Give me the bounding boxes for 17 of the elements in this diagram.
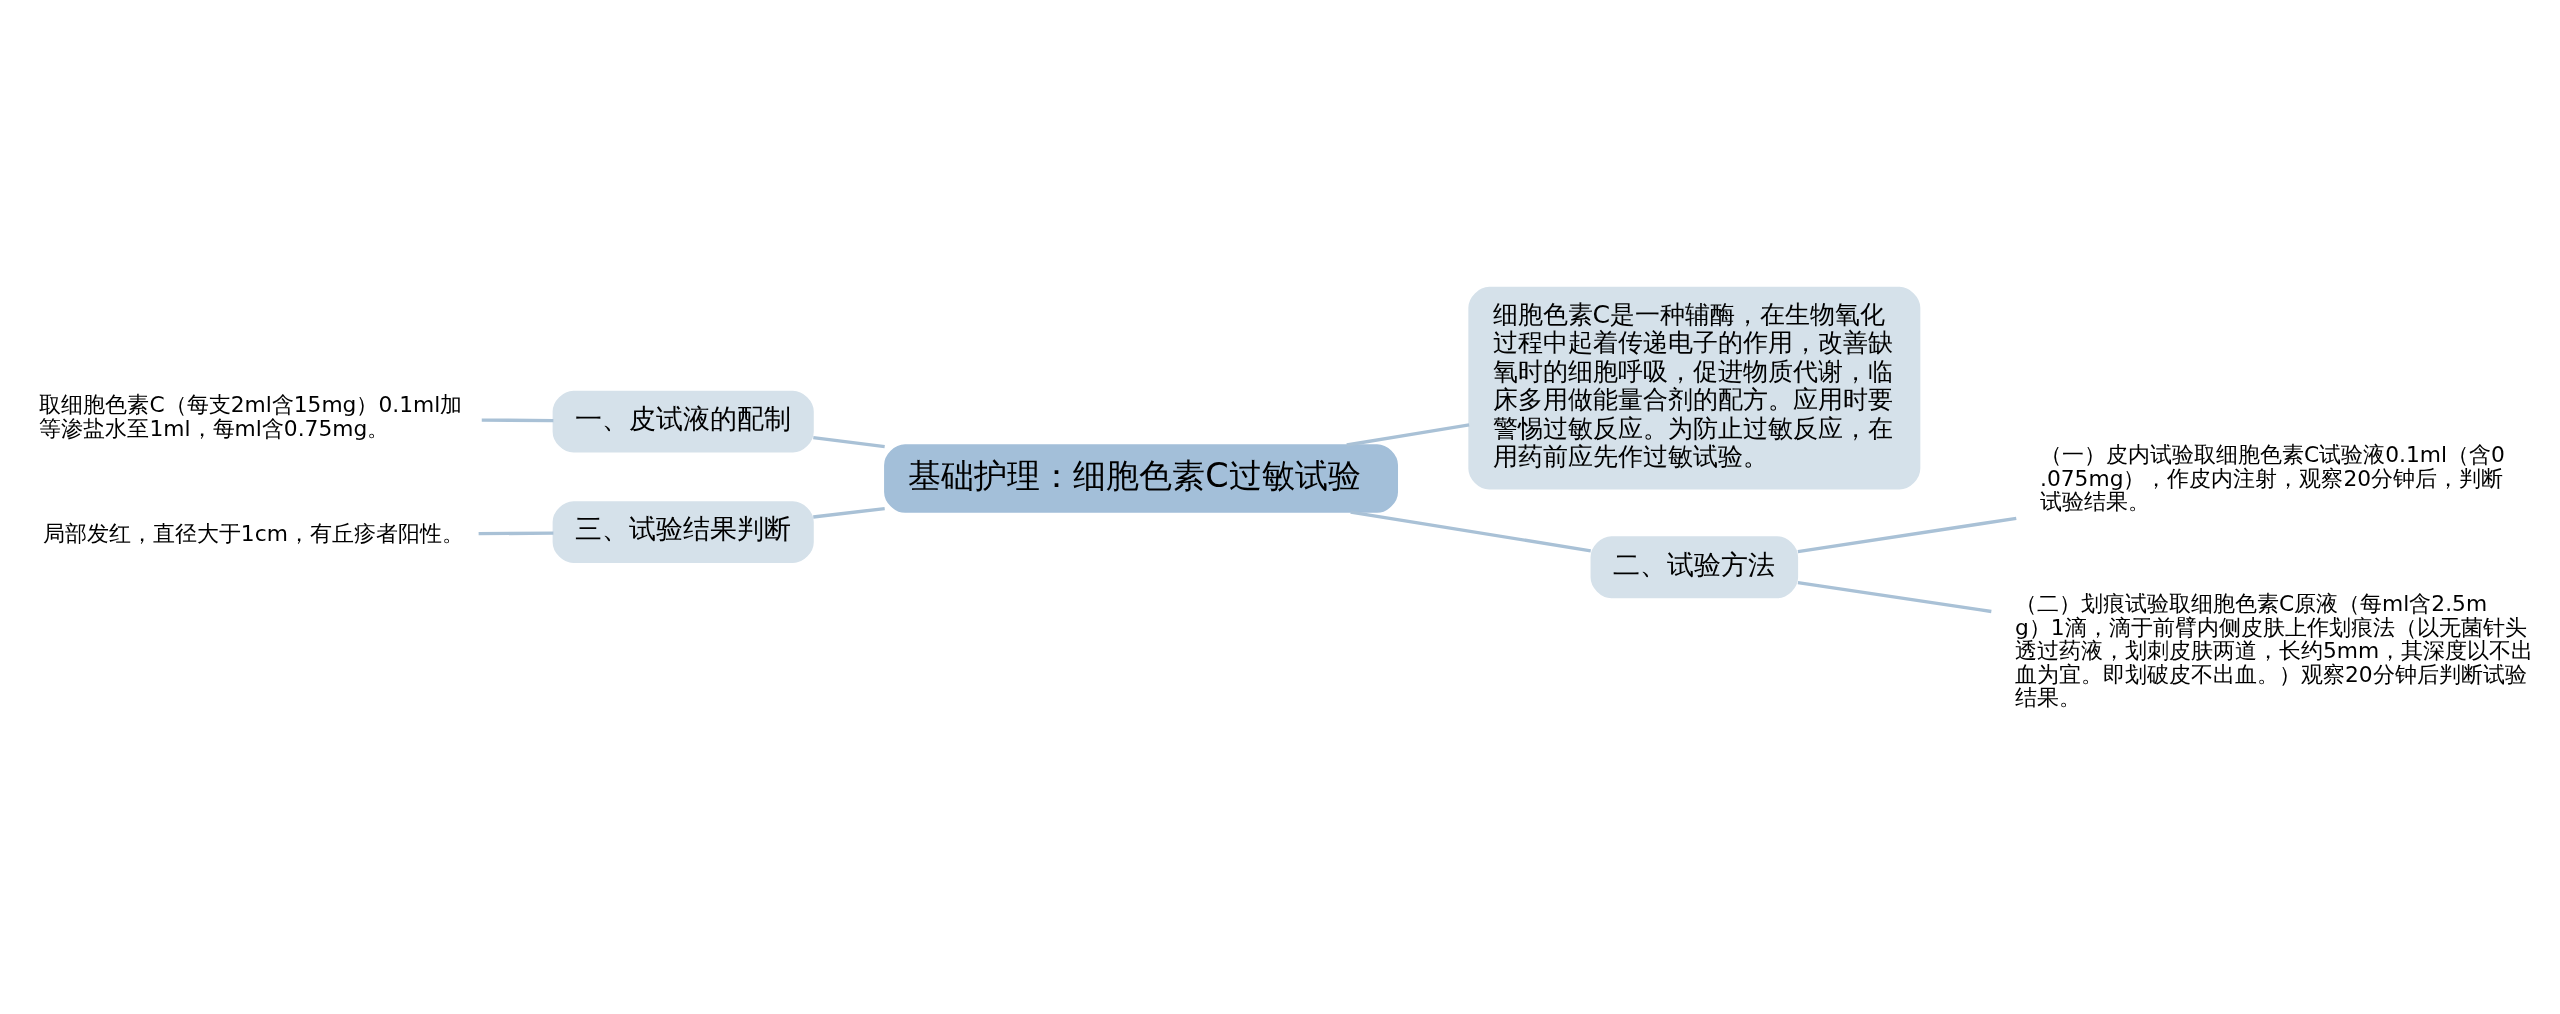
- node-text: 取细胞色素C（每支2ml含15mg）0.1ml加等渗盐水至1ml，每ml含0.75mg。: [39, 392, 463, 441]
- connector: [1797, 580, 1992, 614]
- node-box: 二、试验方法: [1590, 536, 1799, 599]
- node-text: （二）划痕试验取细胞色素C原液（每ml含2.5mg）1滴，滴于前臂内侧皮肤上作划痕法（以无菌针头透过药液，划刺皮肤两道，长约5mm，其深度以不出血为宜。即划破皮不出血。）观察20分钟后判断试验结果。: [2014, 591, 2534, 711]
- connector: [813, 506, 885, 519]
- connector: [481, 418, 554, 423]
- node-text: 局部发红，直径大于1cm，有丘疹者阳性。: [42, 521, 464, 547]
- node-box: 基础护理：细胞色素C过敏试验: [884, 444, 1399, 513]
- connector: [813, 436, 885, 449]
- connector: [478, 531, 554, 536]
- node-box: 细胞色素C是一种辅酶，在生物氧化过程中起着传递电子的作用，改善缺氧时的细胞呼吸，促进物质代谢，临床多用做能量合剂的配方。应用时要警惕过敏反应。为防止过敏反应，在用药前应先作过敏试验。: [1468, 286, 1921, 490]
- connector: [1797, 516, 2017, 554]
- node-box: 三、试验结果判断: [552, 501, 814, 564]
- connector: [1350, 510, 1591, 553]
- connector: [1346, 423, 1470, 447]
- node-box: 一、皮试液的配制: [552, 390, 814, 453]
- node-text: （一）皮内试验取细胞色素C试验液0.1ml（含0.075mg），作皮内注射，观察20分钟后，判断试验结果。: [2040, 442, 2505, 515]
